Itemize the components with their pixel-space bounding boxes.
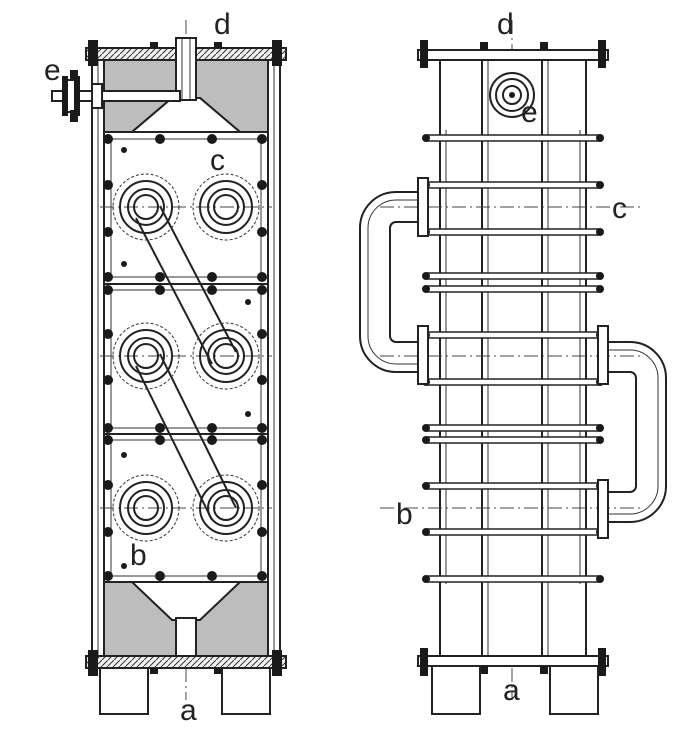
right-top-plate — [417, 49, 609, 61]
left-top-nozzle — [175, 37, 197, 101]
right-bottom-plate — [417, 655, 609, 667]
label-d-right: d — [497, 8, 514, 41]
label-b-right: b — [396, 498, 413, 531]
right-leg — [549, 665, 599, 715]
label-d-left: d — [214, 8, 231, 41]
label-e-left: e — [44, 54, 61, 87]
right-top-nozzle-e — [489, 72, 535, 118]
left-view: d e c b a — [44, 8, 287, 727]
left-module-1 — [103, 131, 269, 285]
right-left-u-bend — [359, 191, 418, 373]
right-right-u-bend — [608, 341, 667, 523]
label-a-left: a — [180, 694, 197, 727]
left-module-bolts — [103, 134, 267, 581]
left-side-connection-e — [51, 70, 181, 122]
left-module-2 — [103, 283, 269, 435]
label-c-left: c — [210, 144, 225, 177]
right-view: d e c b a — [359, 8, 667, 715]
right-body — [439, 59, 587, 657]
right-leg — [431, 665, 481, 715]
label-e-right: e — [521, 96, 538, 129]
left-leg — [99, 667, 149, 715]
left-top-flange-bolts — [88, 40, 282, 66]
left-leg — [221, 667, 271, 715]
left-flange-rings — [112, 173, 260, 542]
label-b-left: b — [130, 539, 147, 572]
label-a-right: a — [503, 674, 520, 707]
left-bottom-flange — [85, 655, 287, 669]
label-c-right: c — [612, 192, 627, 225]
